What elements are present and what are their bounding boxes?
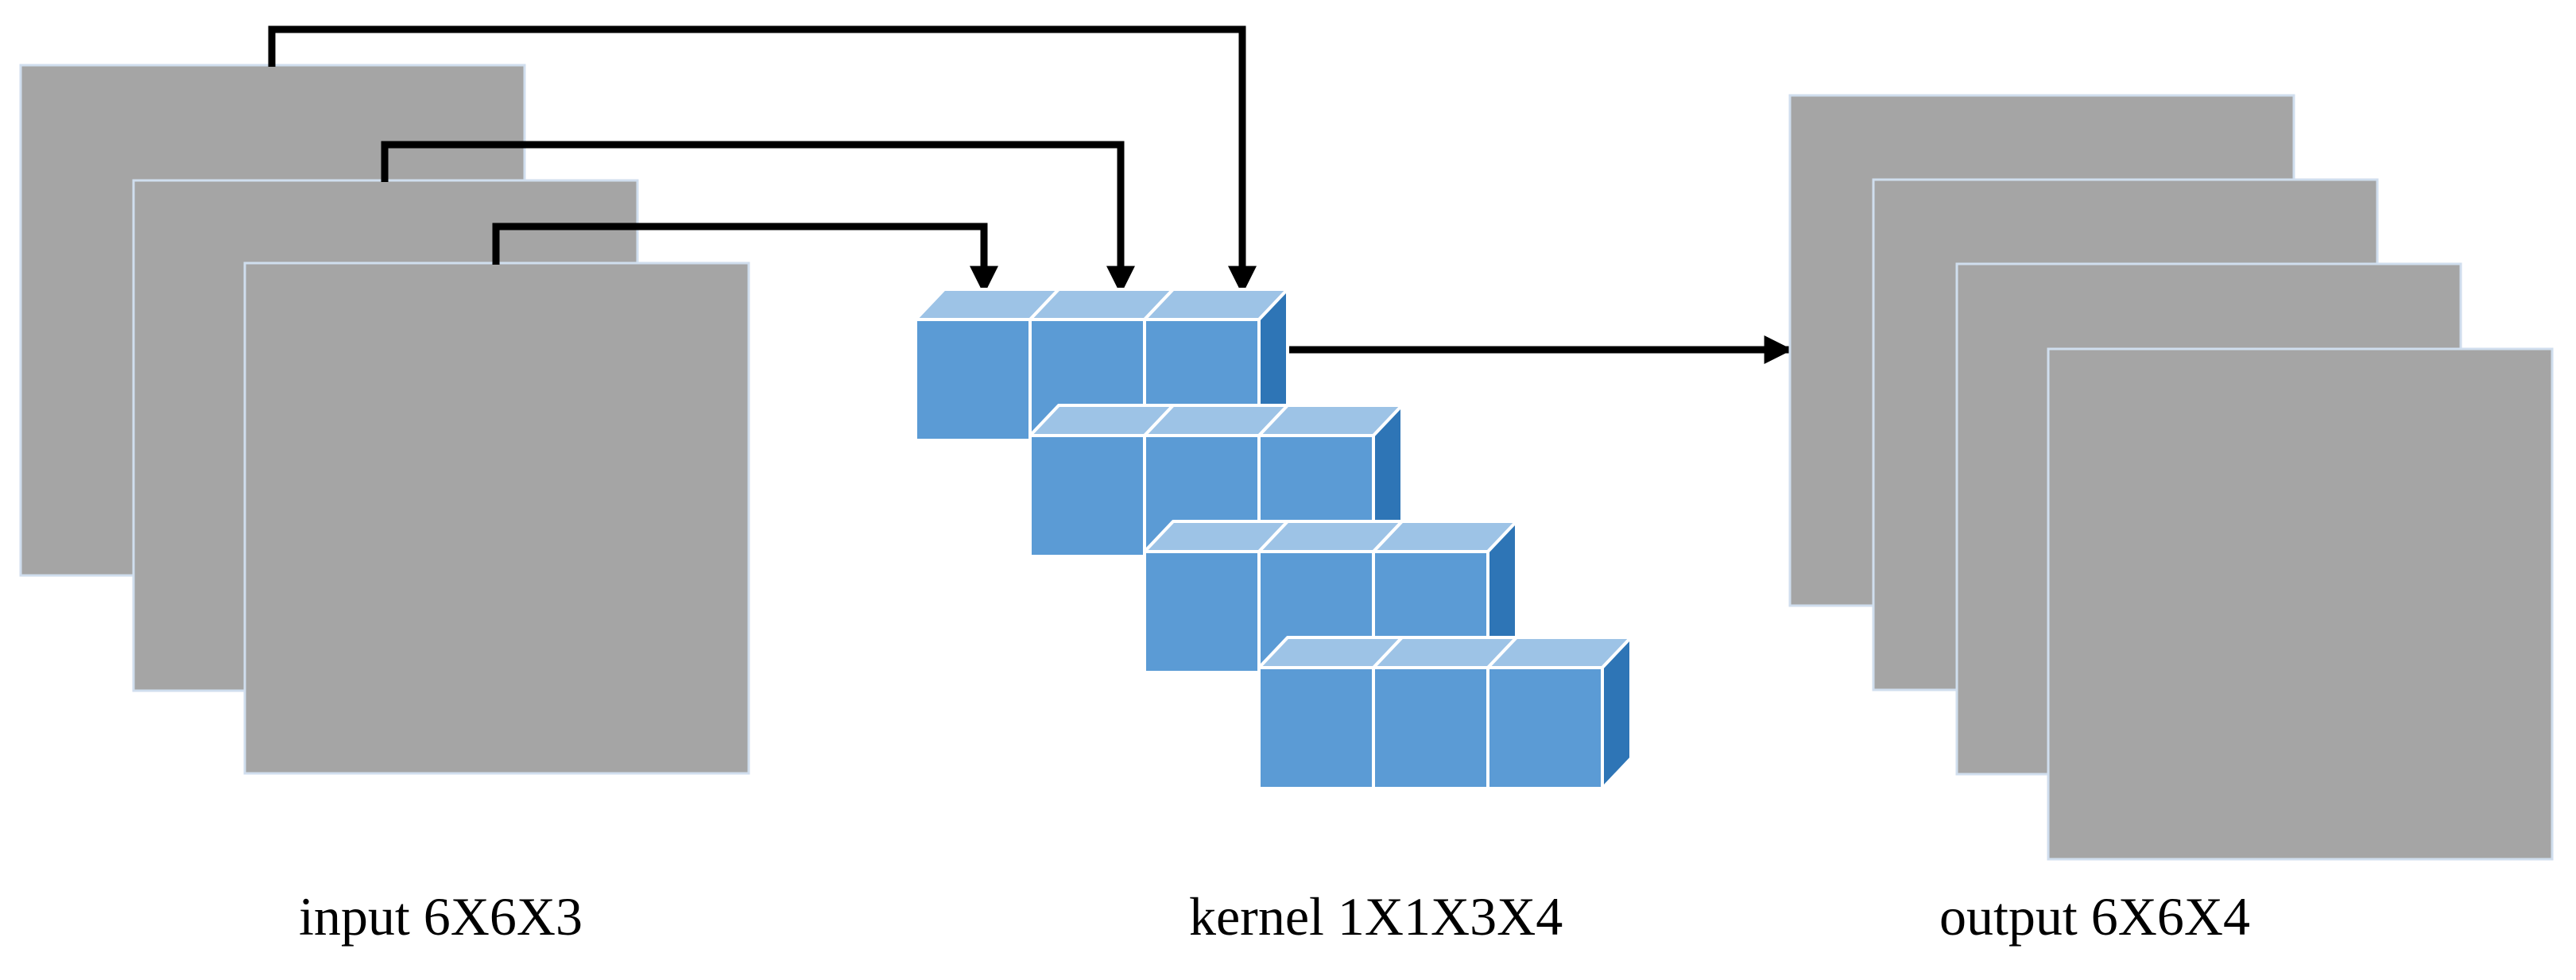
output-map-4: [2047, 347, 2554, 861]
kernel-cell-front: [1372, 666, 1489, 790]
output-label: output 6X6X4: [1939, 886, 2250, 947]
kernel-cell: [1372, 636, 1518, 790]
output-feature-maps: [1788, 94, 2554, 861]
input-map-3: [243, 261, 750, 775]
kernel-cell: [1028, 404, 1175, 558]
kernel-cell-front: [914, 318, 1032, 442]
connector-arrow-2: [381, 141, 1135, 295]
input-to-kernel-connectors: [268, 25, 1257, 295]
connector-arrow-1: [268, 25, 1257, 295]
connector-arrow-3: [492, 223, 998, 295]
kernel-cell-front: [1028, 434, 1146, 558]
kernel-label: kernel 1X1X3X4: [1189, 886, 1563, 947]
kernel-filter-4: [1257, 636, 1633, 790]
input-label: input 6X6X3: [299, 886, 583, 947]
kernel-cell: [1143, 520, 1289, 674]
kernel-cell-side: [1601, 636, 1633, 790]
kernel-cell-front: [1486, 666, 1604, 790]
kernel-filters: [914, 288, 1633, 790]
kernel-cell-front: [1257, 666, 1375, 790]
kernel-cell-front: [1143, 550, 1261, 674]
kernel-cell: [1486, 636, 1633, 790]
